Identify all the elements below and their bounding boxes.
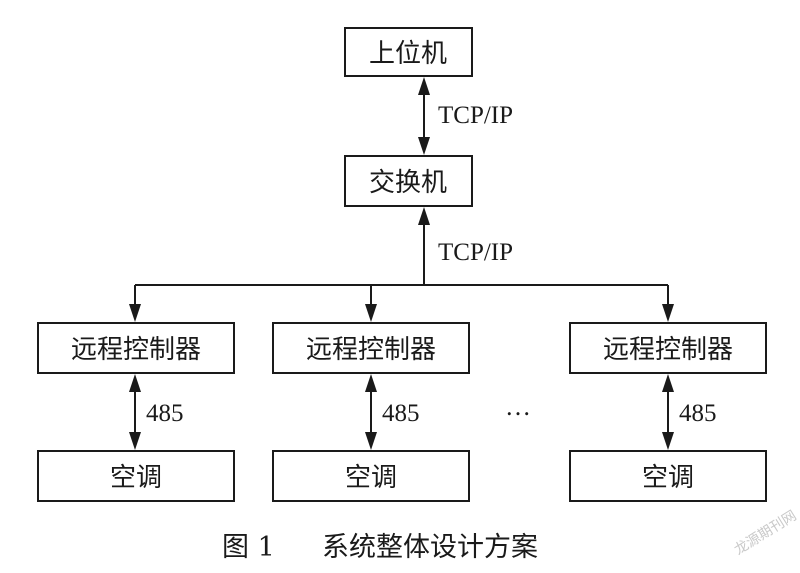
controller-ac-link-3: 485	[662, 374, 717, 450]
arrow-down-icon	[418, 137, 430, 155]
figure-caption: 系统整体设计方案	[322, 532, 538, 563]
host-switch-link: TCP/IP	[418, 77, 513, 155]
switch-node: 交换机	[344, 155, 473, 207]
ac-label: 空调	[642, 463, 694, 493]
arrow-up-icon	[418, 77, 430, 95]
controller-label: 远程控制器	[71, 335, 201, 365]
controller-bus	[129, 284, 674, 322]
arrow-up-icon	[418, 207, 430, 225]
arrow-up-icon	[365, 374, 377, 392]
more-units-ellipsis: …	[505, 392, 531, 421]
watermark: 龙源期刊网	[732, 508, 800, 559]
ac-label: 空调	[110, 463, 162, 493]
controller-ac-link-2: 485	[365, 374, 420, 450]
ac-node-1: 空调	[37, 450, 235, 502]
controller-node-1: 远程控制器	[37, 322, 235, 374]
figure-number: 图 1	[222, 532, 275, 563]
host-switch-protocol-label: TCP/IP	[438, 102, 513, 129]
rs485-label: 485	[679, 400, 717, 427]
controller-label: 远程控制器	[306, 335, 436, 365]
host-pc-node: 上位机	[344, 27, 473, 77]
arrow-down-icon	[129, 304, 141, 322]
host-pc-label: 上位机	[369, 39, 447, 69]
arrow-down-icon	[662, 432, 674, 450]
arrow-down-icon	[662, 304, 674, 322]
controller-node-2: 远程控制器	[272, 322, 470, 374]
controller-node-3: 远程控制器	[569, 322, 767, 374]
ac-node-3: 空调	[569, 450, 767, 502]
arrow-down-icon	[129, 432, 141, 450]
arrow-down-icon	[365, 304, 377, 322]
rs485-label: 485	[146, 400, 184, 427]
arrow-down-icon	[365, 432, 377, 450]
ac-label: 空调	[345, 463, 397, 493]
arrow-up-icon	[129, 374, 141, 392]
ac-node-2: 空调	[272, 450, 470, 502]
arrow-up-icon	[662, 374, 674, 392]
switch-bus-link: TCP/IP	[418, 207, 513, 285]
switch-controllers-protocol-label: TCP/IP	[438, 239, 513, 266]
switch-label: 交换机	[369, 168, 447, 198]
controller-label: 远程控制器	[603, 335, 733, 365]
rs485-label: 485	[382, 400, 420, 427]
controller-ac-link-1: 485	[129, 374, 184, 450]
